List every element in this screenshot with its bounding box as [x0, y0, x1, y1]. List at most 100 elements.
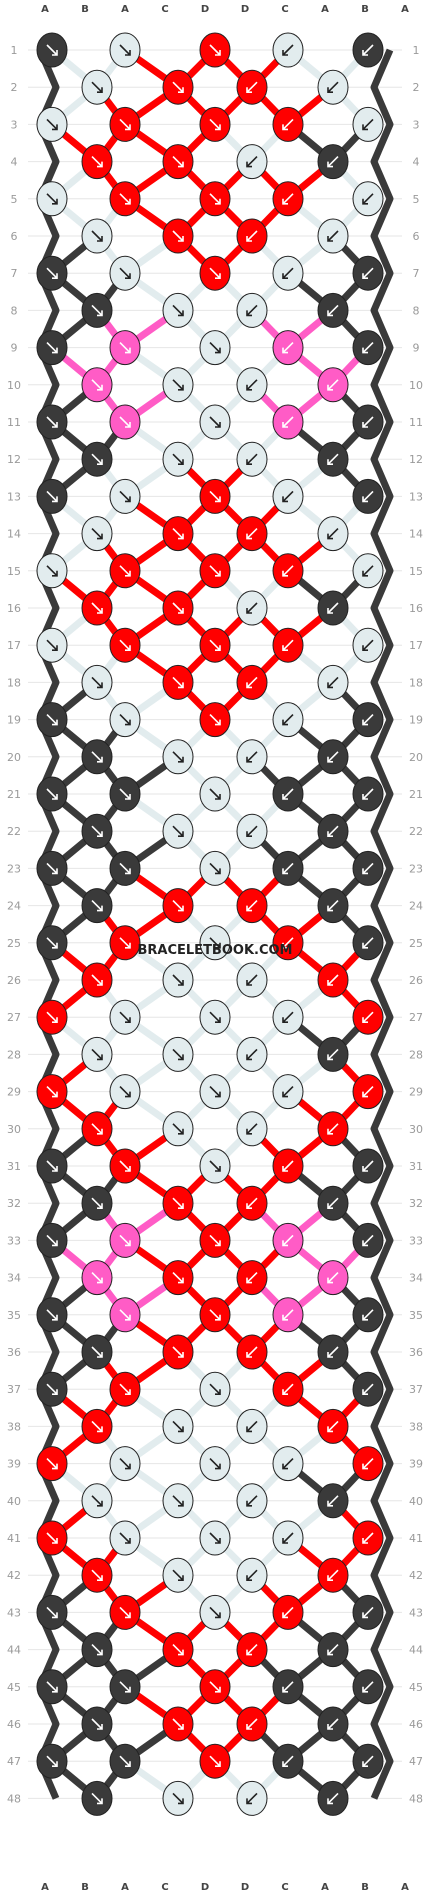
- row-number-left: 14: [7, 528, 21, 541]
- knot: [317, 69, 349, 105]
- row-number-right: 26: [409, 974, 423, 987]
- knot: [109, 627, 141, 663]
- arrow-down-right-icon: [119, 1458, 131, 1470]
- arrow-down-right-icon: [209, 937, 221, 949]
- knot: [109, 1520, 141, 1556]
- arrow-down-left-icon: [282, 1309, 294, 1321]
- arrow-down-right-icon: [209, 342, 221, 354]
- arrow-down-right-icon: [209, 1458, 221, 1470]
- knot: [162, 144, 194, 180]
- arrow-down-right-icon: [209, 416, 221, 428]
- arrow-down-right-icon: [172, 1197, 184, 1209]
- arrow-down-left-icon: [327, 751, 339, 763]
- knot: [317, 1780, 349, 1816]
- knot: [272, 330, 304, 366]
- knot: [317, 1557, 349, 1593]
- arrow-down-right-icon: [46, 1160, 58, 1172]
- row-number-right: 11: [409, 416, 423, 429]
- knot: [81, 1632, 113, 1668]
- arrow-down-left-icon: [327, 81, 339, 93]
- knot: [272, 1594, 304, 1630]
- row-number-right: 17: [409, 639, 423, 652]
- knot: [36, 702, 68, 738]
- arrow-down-right-icon: [46, 193, 58, 205]
- knot: [109, 1074, 141, 1110]
- arrow-down-left-icon: [246, 974, 258, 986]
- knot: [81, 1483, 113, 1519]
- arrow-down-right-icon: [46, 118, 58, 131]
- arrow-down-right-icon: [91, 81, 103, 93]
- knot: [162, 69, 194, 105]
- arrow-down-right-icon: [91, 1346, 103, 1358]
- arrow-down-right-icon: [91, 1495, 103, 1507]
- row-number-right: 3: [413, 118, 420, 131]
- row-number-left: 19: [7, 714, 21, 727]
- string-label-bottom: A: [401, 1882, 409, 1893]
- row-number-left: 29: [7, 1086, 21, 1099]
- knot: [81, 516, 113, 552]
- knot: [162, 1260, 194, 1296]
- arrow-down-left-icon: [362, 490, 374, 503]
- string-label-bottom: A: [121, 1882, 129, 1893]
- arrow-down-right-icon: [46, 1011, 58, 1023]
- knot: [236, 1408, 268, 1444]
- arrow-down-right-icon: [119, 342, 131, 354]
- arrow-down-left-icon: [246, 1420, 258, 1433]
- knot: [352, 627, 384, 663]
- arrow-down-right-icon: [172, 528, 184, 540]
- string-label-top: D: [241, 4, 249, 15]
- arrow-down-right-icon: [209, 118, 221, 131]
- knot: [109, 850, 141, 886]
- knot: [236, 1185, 268, 1221]
- knot: [81, 218, 113, 254]
- arrow-down-left-icon: [282, 1383, 294, 1395]
- knot: [317, 1483, 349, 1519]
- knot: [352, 776, 384, 812]
- arrow-down-left-icon: [246, 379, 258, 391]
- knot: [36, 999, 68, 1035]
- arrow-down-right-icon: [46, 416, 58, 428]
- knot: [317, 1632, 349, 1668]
- knot: [236, 292, 268, 328]
- arrow-down-right-icon: [91, 1048, 103, 1061]
- string-label-bottom: B: [81, 1882, 89, 1893]
- arrow-down-right-icon: [119, 862, 131, 875]
- arrow-down-right-icon: [209, 1606, 221, 1619]
- knot: [162, 1036, 194, 1072]
- knot: [109, 32, 141, 68]
- arrow-down-left-icon: [362, 1383, 374, 1395]
- knot: [199, 1743, 231, 1779]
- arrow-down-right-icon: [119, 1309, 131, 1321]
- row-number-left: 20: [7, 751, 21, 764]
- arrow-down-right-icon: [172, 304, 184, 317]
- knot: [36, 1743, 68, 1779]
- arrow-down-right-icon: [91, 1792, 103, 1805]
- knot: [109, 1222, 141, 1258]
- knot: [199, 999, 231, 1035]
- arrow-down-right-icon: [172, 379, 184, 391]
- knot: [199, 1297, 231, 1333]
- knot: [162, 1780, 194, 1816]
- row-number-right: 42: [409, 1569, 423, 1582]
- row-number-right: 47: [409, 1755, 423, 1768]
- row-number-left: 27: [7, 1011, 21, 1024]
- knot: [81, 292, 113, 328]
- knot: [199, 553, 231, 589]
- knot: [81, 664, 113, 700]
- arrow-down-left-icon: [362, 1234, 374, 1247]
- knot: [199, 776, 231, 812]
- row-number-right: 22: [409, 825, 423, 838]
- arrow-down-right-icon: [46, 1606, 58, 1619]
- knot: [36, 1520, 68, 1556]
- knot: [272, 925, 304, 961]
- arrow-down-left-icon: [246, 1718, 258, 1730]
- knot: [162, 813, 194, 849]
- arrow-down-left-icon: [246, 1272, 258, 1284]
- arrow-down-left-icon: [327, 825, 339, 837]
- knot: [272, 776, 304, 812]
- knot: [199, 181, 231, 217]
- row-number-right: 20: [409, 751, 423, 764]
- arrow-down-right-icon: [172, 602, 184, 614]
- arrow-down-right-icon: [46, 937, 58, 949]
- row-number-right: 14: [409, 528, 423, 541]
